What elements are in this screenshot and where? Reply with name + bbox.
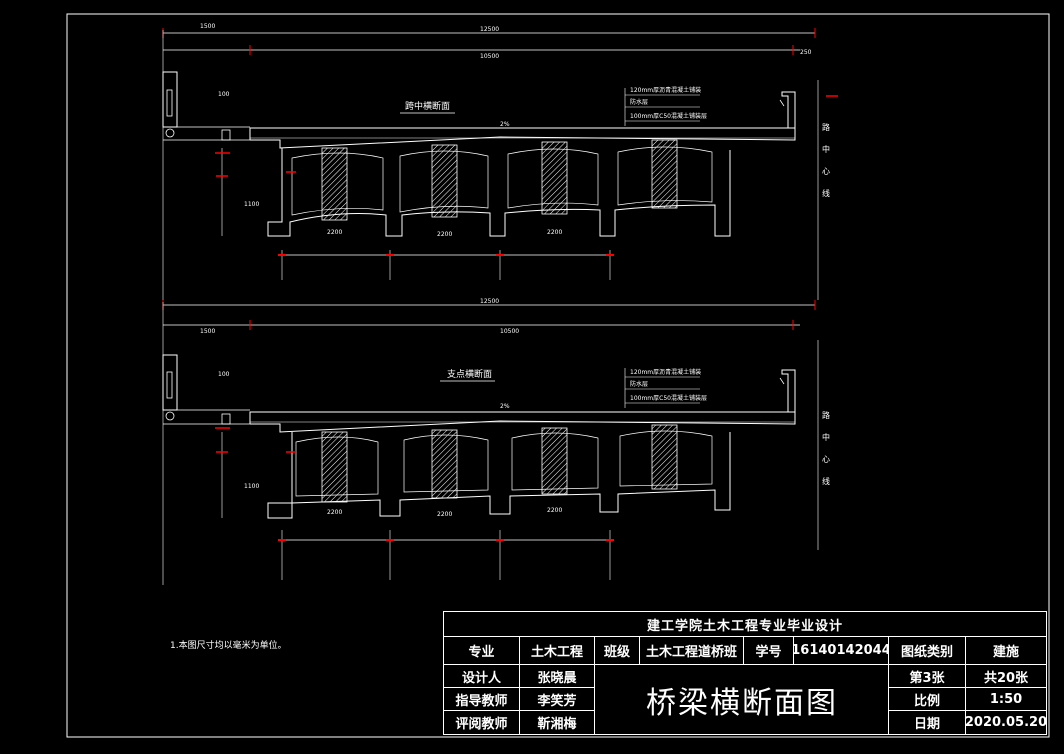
designer-label: 设计人: [444, 665, 520, 688]
pavement-layer1-1: 120mm厚沥青混凝土铺装: [630, 86, 701, 94]
centerline-label-2a: 路: [822, 410, 830, 420]
centerline-label-2c: 心: [822, 455, 830, 464]
advisor-label: 指导教师: [444, 688, 520, 711]
girder-height-dim-2: 1100: [244, 483, 259, 490]
reviewer-value: 靳湘梅: [520, 711, 595, 734]
title-block: 建工学院土木工程专业毕业设计 专业 土木工程 班级 土木工程道桥班 学号 161…: [443, 611, 1047, 735]
advisor-value: 李笑芳: [520, 688, 595, 711]
designer-value: 张晓晨: [520, 665, 595, 688]
spacing-dim-1c: 2200: [547, 229, 562, 236]
centerline-label-1d: 线: [822, 188, 830, 198]
overall-width-dim-2: 12500: [480, 298, 499, 305]
total-sheets: 共20张: [966, 665, 1046, 688]
support-section: 12500 1500 10500 100 支点横断面 2% 120mm厚沥青混凝…: [162, 298, 830, 585]
class-label: 班级: [595, 636, 640, 665]
midspan-section-title: 跨中横断面: [405, 100, 450, 112]
rail-height-dim-2: 100: [218, 371, 230, 378]
slope-label-1: 2%: [500, 121, 510, 128]
centerline-label-1a: 路: [822, 122, 830, 132]
pavement-layer2-1: 防水层: [630, 98, 648, 106]
spacing-dim-2b: 2200: [437, 511, 452, 518]
cantilever-dim-2: 1500: [200, 328, 215, 335]
major-label: 专业: [444, 636, 520, 665]
centerline-label-1c: 心: [822, 167, 830, 176]
scale-label: 比例: [889, 688, 966, 711]
title-block-header: 建工学院土木工程专业毕业设计: [444, 612, 1046, 637]
centerline-label-2d: 线: [822, 476, 830, 486]
spacing-dim-1b: 2200: [437, 231, 452, 238]
drawing-title-cell: [595, 665, 889, 734]
overall-width-dim-1: 12500: [480, 26, 499, 33]
girder-height-dim-1: 1100: [244, 201, 259, 208]
drawing-frame: [66, 13, 1050, 738]
spacing-dim-2a: 2200: [327, 509, 342, 516]
student-id-label: 学号: [744, 636, 794, 665]
pavement-layer1-2: 120mm厚沥青混凝土铺装: [630, 368, 701, 376]
major-value: 土木工程: [520, 636, 595, 665]
pavement-layer2-2: 防水层: [630, 380, 648, 388]
deck-width-dim-2: 10500: [500, 328, 519, 335]
drawing-note: 1.本图尺寸均以毫米为单位。: [170, 641, 287, 651]
deck-width-dim-1: 10500: [480, 53, 499, 60]
pavement-layer3-2: 100mm厚C50混凝土铺装层: [630, 394, 707, 402]
class-value: 土木工程道桥班: [640, 636, 744, 665]
right-edge-dim-1: 250: [800, 49, 812, 56]
rail-height-dim-1: 100: [218, 91, 230, 98]
pavement-layer3-1: 100mm厚C50混凝土铺装层: [630, 112, 707, 120]
spacing-dim-2c: 2200: [547, 507, 562, 514]
midspan-section: 12500 1500 10500 250 100: [162, 23, 838, 300]
spacing-dim-1a: 2200: [327, 229, 342, 236]
scale-value: 1:50: [966, 688, 1046, 711]
slope-label-2: 2%: [500, 403, 510, 410]
drawing-type-value: 建施: [966, 636, 1046, 665]
date-value: 2020.05.20: [966, 715, 1046, 730]
sheet-number: 第3张: [889, 665, 966, 688]
date-label: 日期: [889, 711, 966, 734]
reviewer-label: 评阅教师: [444, 711, 520, 734]
cantilever-dim-1: 1500: [200, 23, 215, 30]
drawing-type-label: 图纸类别: [889, 636, 966, 665]
centerline-label-1b: 中: [822, 144, 830, 154]
centerline-label-2b: 中: [822, 432, 830, 442]
student-id-value: 16140142044: [794, 636, 889, 665]
support-section-title: 支点横断面: [447, 368, 492, 380]
drawing-title: 桥梁横断面图: [646, 685, 838, 721]
